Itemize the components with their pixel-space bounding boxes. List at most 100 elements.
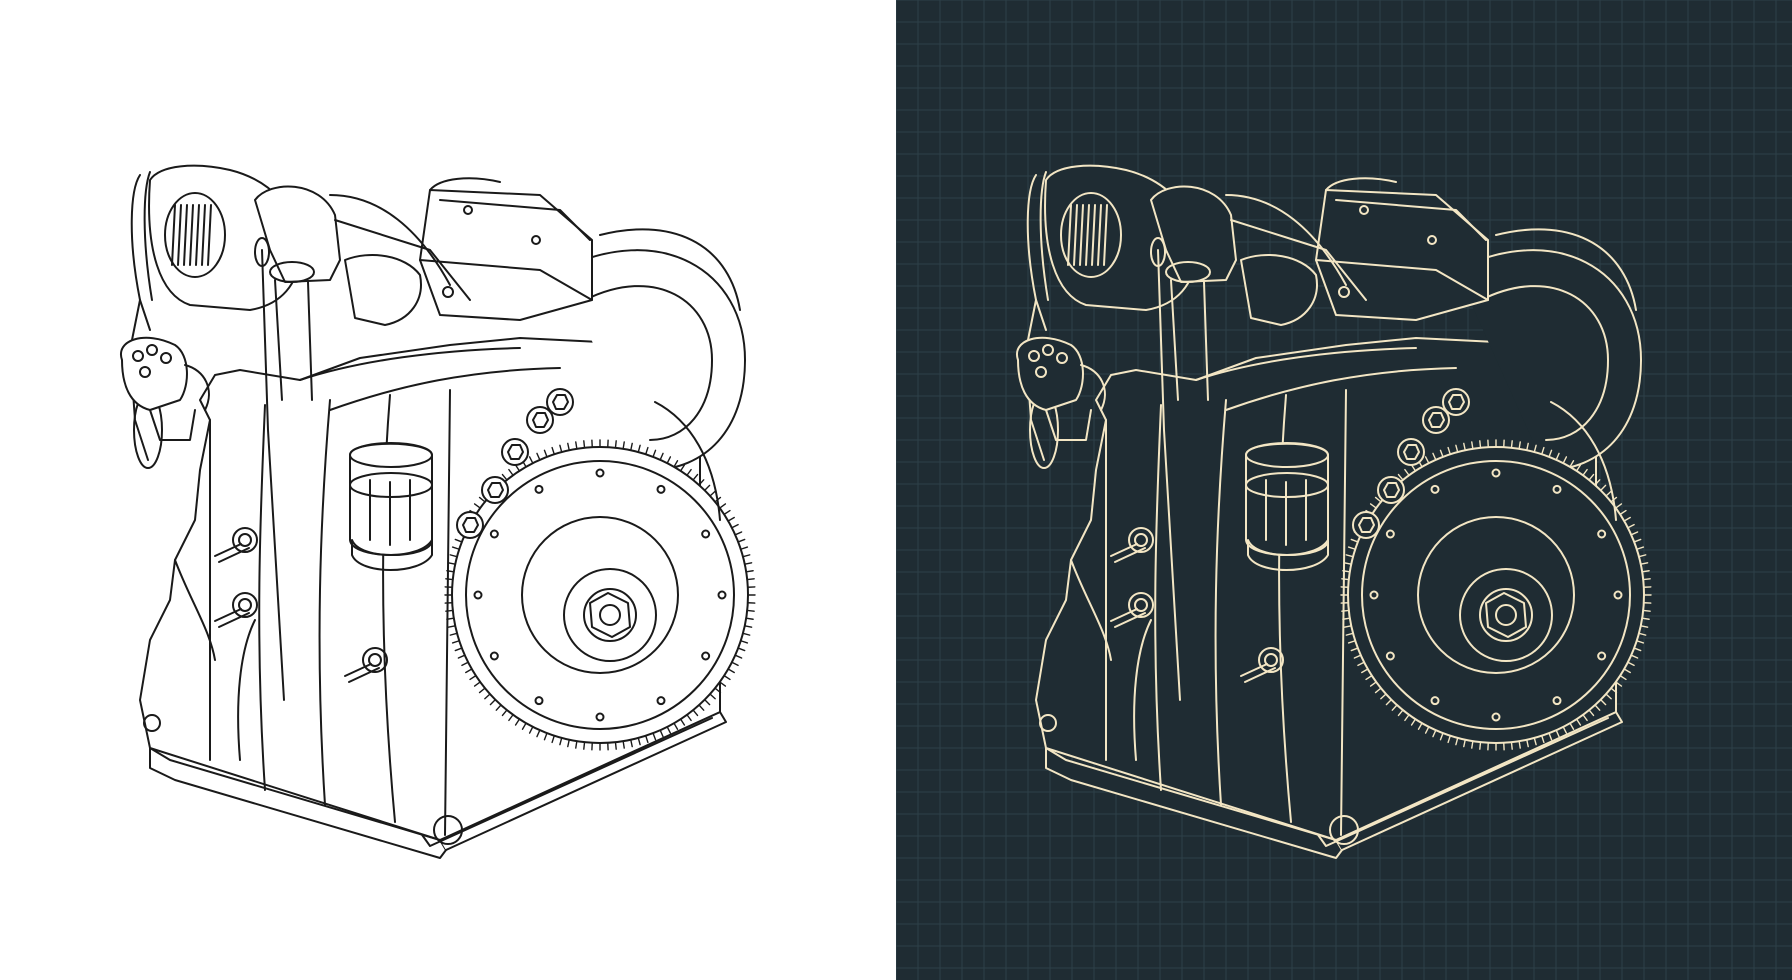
- ring-gear-tooth: [543, 732, 548, 741]
- ring-gear-tooth: [1588, 473, 1595, 481]
- intake-manifold: [1315, 189, 1489, 321]
- ring-gear-tooth: [1633, 538, 1642, 543]
- housing-flare-mid: [1133, 619, 1152, 761]
- flywheel-bolt: [1430, 484, 1440, 494]
- ring-gear-tooth: [1588, 709, 1595, 717]
- distributor-wires: [1080, 364, 1106, 411]
- drain-bolt: [143, 714, 161, 732]
- housing-bolt-head: [1383, 482, 1400, 498]
- ring-gear-tooth: [692, 709, 699, 717]
- flywheel-bolt: [1430, 696, 1440, 706]
- ring-gear-tooth: [659, 452, 664, 461]
- ring-gear-tooth: [1343, 625, 1352, 628]
- flywheel-bolt: [595, 712, 605, 722]
- ring-gear-tooth: [1463, 442, 1466, 451]
- flywheel-bolt: [717, 590, 727, 600]
- ring-gear-tooth: [1510, 440, 1513, 449]
- alternator-vent: [183, 204, 188, 266]
- flywheel-bolt: [656, 696, 666, 706]
- ring-gear-tooth: [1404, 714, 1410, 722]
- ring-gear-tooth: [746, 578, 755, 581]
- flywheel-bolt: [701, 651, 711, 661]
- alternator-vent: [177, 204, 182, 266]
- alternator-vent: [189, 204, 194, 266]
- ring-gear-tooth: [1341, 578, 1350, 581]
- ring-gear-tooth: [536, 452, 541, 461]
- ring-gear-tooth: [583, 741, 586, 750]
- mount-nut: [433, 815, 463, 845]
- alternator-vent: [1079, 204, 1084, 266]
- ring-gear-tooth: [1640, 625, 1649, 628]
- oil-filler-neck: [254, 185, 341, 283]
- housing-bolt-1: [526, 406, 554, 434]
- spark-plug-rear-stem: [344, 663, 380, 683]
- oil-pan-line: [419, 717, 713, 847]
- housing-bolt-4: [1352, 511, 1380, 539]
- housing-bolt-head: [1403, 444, 1420, 460]
- spark-plug-upper-boss: [232, 527, 258, 553]
- ring-gear-tooth: [1605, 490, 1612, 497]
- ring-gear-tooth: [1641, 570, 1650, 573]
- spark-plug-rear-hole: [1264, 653, 1278, 667]
- flywheel-bolt: [1491, 468, 1501, 478]
- housing-bolt-2: [501, 438, 529, 466]
- ring-gear-tooth: [723, 509, 731, 516]
- ring-gear-tooth: [645, 735, 649, 744]
- ring-gear-tooth: [1599, 484, 1607, 492]
- ring-gear-tooth: [1518, 441, 1521, 450]
- drive-belt-back: [143, 171, 153, 301]
- ring-gear-tooth: [451, 546, 460, 550]
- flywheel-bolt: [1597, 651, 1607, 661]
- ring-gear-tooth: [645, 446, 649, 455]
- ring-gear-tooth: [1619, 674, 1627, 681]
- ring-gear-tooth: [1385, 698, 1393, 706]
- ring-gear-tooth: [679, 464, 686, 472]
- ring-gear-tooth: [583, 440, 586, 449]
- intake-loop-outer: [559, 249, 746, 471]
- distributor-post-4: [139, 366, 151, 378]
- ring-gear-tooth: [1357, 661, 1365, 667]
- housing-seam-5: [1340, 389, 1347, 836]
- flywheel-bolt: [1491, 712, 1501, 722]
- ring-gear-tooth: [1417, 722, 1423, 730]
- ring-gear-tooth: [1397, 709, 1404, 717]
- housing-bolt-head: [487, 482, 504, 498]
- ring-gear-tooth: [1548, 449, 1553, 458]
- ring-gear-tooth: [740, 546, 749, 550]
- spark-plug-upper-boss: [1128, 527, 1154, 553]
- flywheel-bolt: [534, 696, 544, 706]
- ring-gear-tooth: [1569, 722, 1575, 730]
- ring-gear-tooth: [447, 562, 456, 565]
- flywheel-bolt: [473, 590, 483, 600]
- ring-gear-tooth: [1424, 726, 1430, 734]
- top-contour-1: [299, 347, 521, 381]
- ring-gear-tooth: [1463, 739, 1466, 748]
- filler-tube-right: [1203, 281, 1209, 401]
- flywheel-bolt: [595, 468, 605, 478]
- ring-gear-tooth: [1562, 726, 1568, 734]
- ring-gear-tooth: [673, 460, 679, 468]
- ring-gear-tooth: [719, 503, 727, 509]
- filler-cap: [1165, 261, 1211, 283]
- ring-gear-tooth: [446, 617, 455, 620]
- hub-nut: [1485, 592, 1527, 638]
- alternator-vent: [1103, 204, 1108, 266]
- oil-filter-top: [349, 442, 433, 468]
- drain-bolt: [1039, 714, 1057, 732]
- ring-gear-tooth: [551, 446, 555, 455]
- spark-plug-upper-stem: [1110, 543, 1146, 563]
- ring-gear-tooth: [489, 698, 497, 706]
- flywheel-inner-ring: [1361, 460, 1631, 730]
- ring-gear-tooth: [703, 484, 711, 492]
- oil-filter-base: [1247, 539, 1329, 571]
- ring-gear-tooth: [1510, 741, 1513, 750]
- rotary-engine-line-drawing-white: [119, 164, 756, 859]
- ring-gear-tooth: [692, 473, 699, 481]
- spark-plug-rear-hole: [368, 653, 382, 667]
- ring-gear-tooth: [1410, 718, 1417, 726]
- linkage-rod: [329, 194, 451, 286]
- housing-flare-mid: [237, 619, 256, 761]
- ring-gear-tooth: [1432, 729, 1437, 738]
- ring-gear-tooth: [745, 617, 754, 620]
- ring-gear-tooth: [447, 625, 456, 628]
